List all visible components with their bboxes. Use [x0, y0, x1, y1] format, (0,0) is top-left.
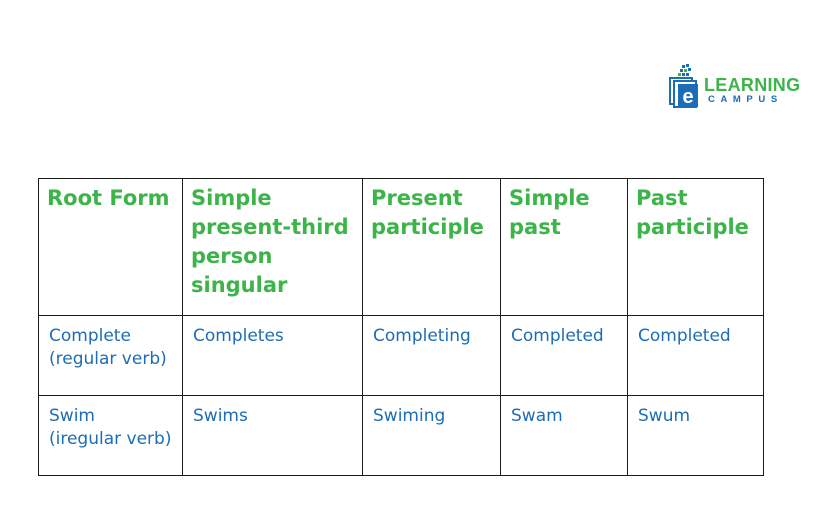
cell-simple-past: Completed [500, 315, 628, 396]
header-simple-past: Simple past [500, 178, 628, 316]
brand-logo: e LEARNING CAMPUS [668, 64, 801, 108]
root-word: Complete [49, 326, 131, 346]
e-learning-logo-icon: e [669, 64, 698, 108]
cell-root-form: Swim (iregular verb) [38, 395, 183, 476]
cell-root-form: Complete (regular verb) [38, 315, 183, 396]
table-row: Complete (regular verb) Completes Comple… [38, 315, 764, 396]
cell-third-person: Completes [182, 315, 363, 396]
cell-simple-past: Swam [500, 395, 628, 476]
table-header-row: Root Form Simple present-third person si… [38, 178, 764, 316]
header-past-participle: Past participle [627, 178, 764, 316]
header-root-form: Root Form [38, 178, 183, 316]
verb-forms-table: Root Form Simple present-third person si… [38, 178, 764, 476]
root-word: Swim [49, 406, 95, 426]
logo-learning-text: LEARNING [704, 75, 801, 95]
cell-past-participle: Swum [627, 395, 764, 476]
header-simple-present-third-person: Simple present-third person singular [182, 178, 363, 316]
table-row: Swim (iregular verb) Swims Swiming Swam … [38, 395, 764, 476]
cell-third-person: Swims [182, 395, 363, 476]
root-note: (regular verb) [49, 349, 167, 369]
cell-present-participle: Completing [362, 315, 501, 396]
root-note: (iregular verb) [49, 429, 172, 449]
cell-past-participle: Completed [627, 315, 764, 396]
cell-present-participle: Swiming [362, 395, 501, 476]
logo-e-letter: e [682, 86, 693, 108]
header-present-participle: Present participle [362, 178, 501, 316]
logo-campus-text: CAMPUS [708, 94, 783, 105]
